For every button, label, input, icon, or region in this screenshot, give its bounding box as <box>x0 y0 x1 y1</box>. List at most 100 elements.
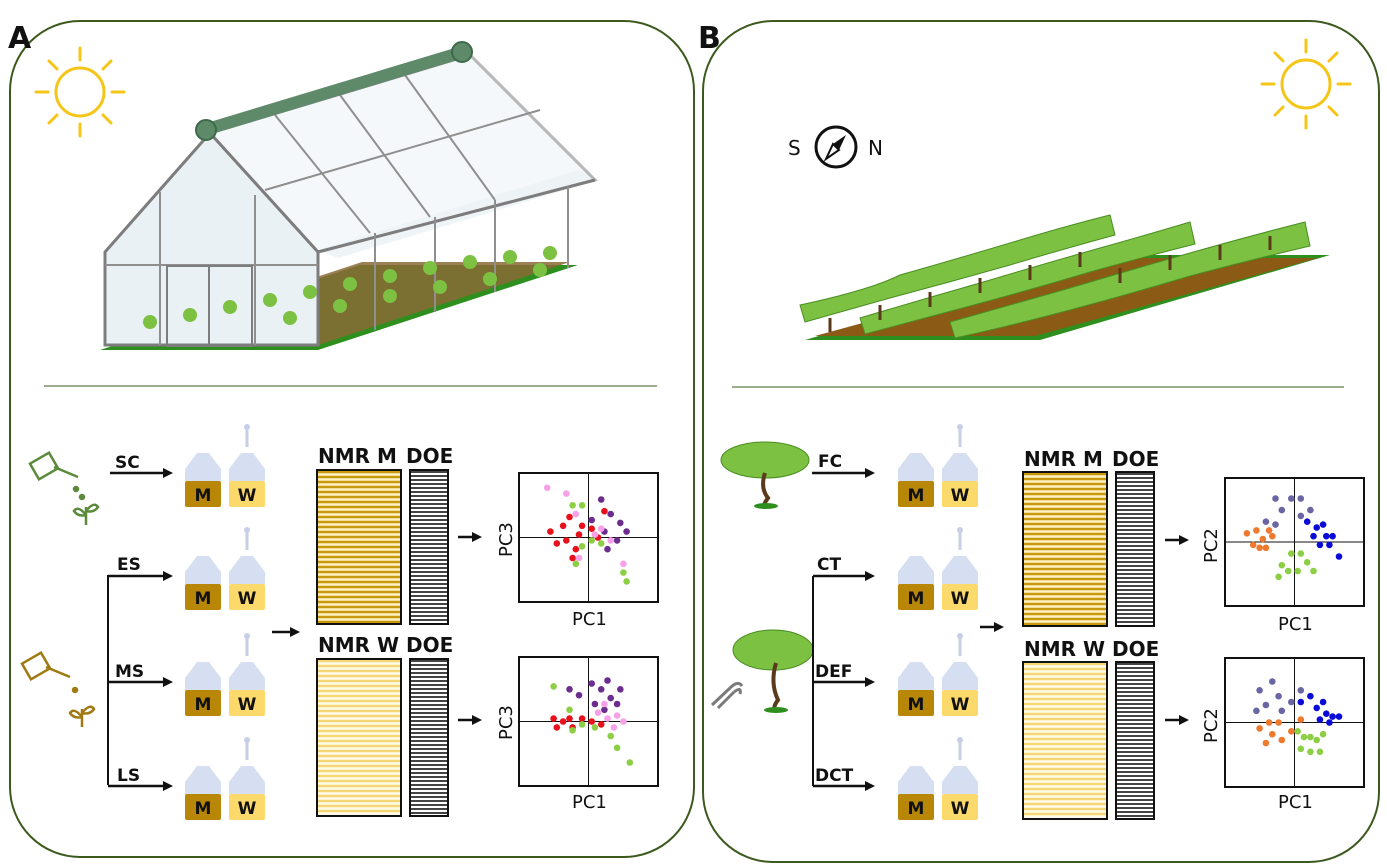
treatment-label-ct: CT <box>817 555 841 575</box>
compass-south-label: S <box>788 136 801 160</box>
scatter-point-red <box>597 721 605 728</box>
scatter-point-red <box>559 718 567 725</box>
scatter-point-lime <box>1297 550 1305 557</box>
watering-can-icon <box>28 450 100 525</box>
pca-scatter-plot <box>518 472 659 603</box>
scatter-point-blue <box>1329 713 1336 720</box>
scatter-point-lime <box>1303 559 1311 566</box>
scatter-point-lime <box>1300 733 1308 741</box>
scatter-point-red <box>553 724 561 731</box>
scatter-point-pink <box>620 560 627 568</box>
pca-b-bottom-ylabel: PC2 <box>1201 708 1222 743</box>
scatter-point-blue <box>1297 698 1305 706</box>
jar-label-m: M <box>908 799 925 819</box>
scatter-point-lime <box>1294 728 1301 735</box>
scatter-point-orange <box>1265 719 1273 726</box>
jar-label-m: M <box>195 799 212 819</box>
sample-jar-w: W <box>229 737 265 820</box>
scatter-point-lime <box>591 724 599 731</box>
nmr-w-header-b: NMR W <box>1024 637 1105 661</box>
pca-a-bottom-xlabel: PC1 <box>572 792 607 813</box>
scatter-point-navy <box>1278 506 1286 514</box>
scatter-point-purple <box>617 519 624 527</box>
scatter-point-lime <box>566 706 573 714</box>
treatment-label-es: ES <box>117 555 141 575</box>
scatter-point-blue <box>1316 716 1324 723</box>
scatter-point-red <box>566 715 573 722</box>
scatter-point-pink <box>543 484 551 492</box>
scatter-point-blue <box>1335 553 1343 560</box>
panel-a-frame <box>9 20 695 858</box>
scatter-point-navy <box>1256 687 1263 694</box>
scatter-point-blue <box>1326 719 1333 726</box>
scatter-point-blue <box>1323 532 1330 540</box>
doe-matrix-block <box>1115 661 1155 820</box>
nmr-w-spectrum-block <box>316 658 402 817</box>
scatter-point-lime <box>597 540 605 547</box>
scatter-point-lime <box>578 502 586 509</box>
sample-jar-w: W <box>942 527 978 610</box>
jar-label-w: W <box>238 486 257 506</box>
sample-jar-m: M <box>898 766 934 820</box>
doe-header-b-bottom: DOE <box>1112 637 1159 661</box>
scatter-point-lime <box>607 732 614 740</box>
scatter-point-purple <box>566 686 573 693</box>
scatter-point-red <box>572 545 580 553</box>
scatter-point-lime <box>569 727 576 734</box>
pca-scatter-plot <box>1224 477 1365 607</box>
jar-label-m: M <box>908 486 925 506</box>
scatter-point-orange <box>1256 544 1263 552</box>
sample-jar-m: M <box>898 662 934 716</box>
scatter-point-orange <box>1269 730 1276 738</box>
scatter-point-pink <box>613 712 621 719</box>
scatter-point-navy <box>1288 698 1295 706</box>
scatter-point-lime <box>578 721 586 728</box>
scatter-point-purple <box>607 694 614 702</box>
jar-label-m: M <box>195 695 212 715</box>
treatment-label-dct: DCT <box>815 766 854 786</box>
scatter-point-lime <box>578 543 586 550</box>
sample-jar-m: M <box>185 662 221 716</box>
scatter-point-purple <box>601 706 608 714</box>
scatter-point-orange <box>1243 530 1251 537</box>
sample-jar-m: M <box>185 453 221 507</box>
scatter-point-orange <box>1253 527 1260 534</box>
jar-label-w: W <box>951 589 970 609</box>
scatter-point-blue <box>1310 532 1317 540</box>
scatter-point-navy <box>1297 687 1305 694</box>
pca-a-top-ylabel: PC3 <box>496 522 517 557</box>
scatter-point-lime <box>1294 567 1301 575</box>
pca-a-bottom-ylabel: PC3 <box>496 705 517 740</box>
scatter-point-purple <box>597 496 605 503</box>
scatter-point-navy <box>1272 521 1279 528</box>
scatter-point-orange <box>1275 719 1282 726</box>
scatter-point-purple <box>604 545 611 553</box>
panel-b-frame <box>702 20 1380 863</box>
pca-b-top-xlabel: PC1 <box>1278 614 1313 635</box>
scatter-point-orange <box>1265 527 1273 534</box>
scatter-point-red <box>578 715 586 722</box>
jar-label-m: M <box>908 695 925 715</box>
scatter-point-orange <box>1256 725 1263 732</box>
panel-a-label: A <box>8 21 32 56</box>
treatment-label-fc: FC <box>818 452 842 472</box>
sample-jar-w: W <box>942 633 978 716</box>
scatter-point-red <box>601 507 608 515</box>
scatter-point-purple <box>613 700 621 708</box>
scatter-point-purple <box>613 537 621 544</box>
sample-jar-w: W <box>229 527 265 610</box>
scatter-point-lime <box>1297 745 1305 753</box>
scatter-point-orange <box>1278 736 1286 744</box>
sample-jar-m: M <box>185 556 221 610</box>
grapevine-pruned-icon <box>732 629 814 713</box>
scatter-point-pink <box>572 510 580 518</box>
scatter-point-red <box>588 718 595 725</box>
scatter-point-navy <box>1307 506 1314 514</box>
scatter-point-red <box>550 715 557 722</box>
scatter-point-lime <box>1288 550 1295 557</box>
scatter-point-lime <box>623 578 630 585</box>
scatter-point-pink <box>604 715 611 722</box>
doe-matrix-block <box>409 658 449 817</box>
pca-scatter-plot <box>1224 657 1365 788</box>
scatter-point-navy <box>1262 701 1270 709</box>
